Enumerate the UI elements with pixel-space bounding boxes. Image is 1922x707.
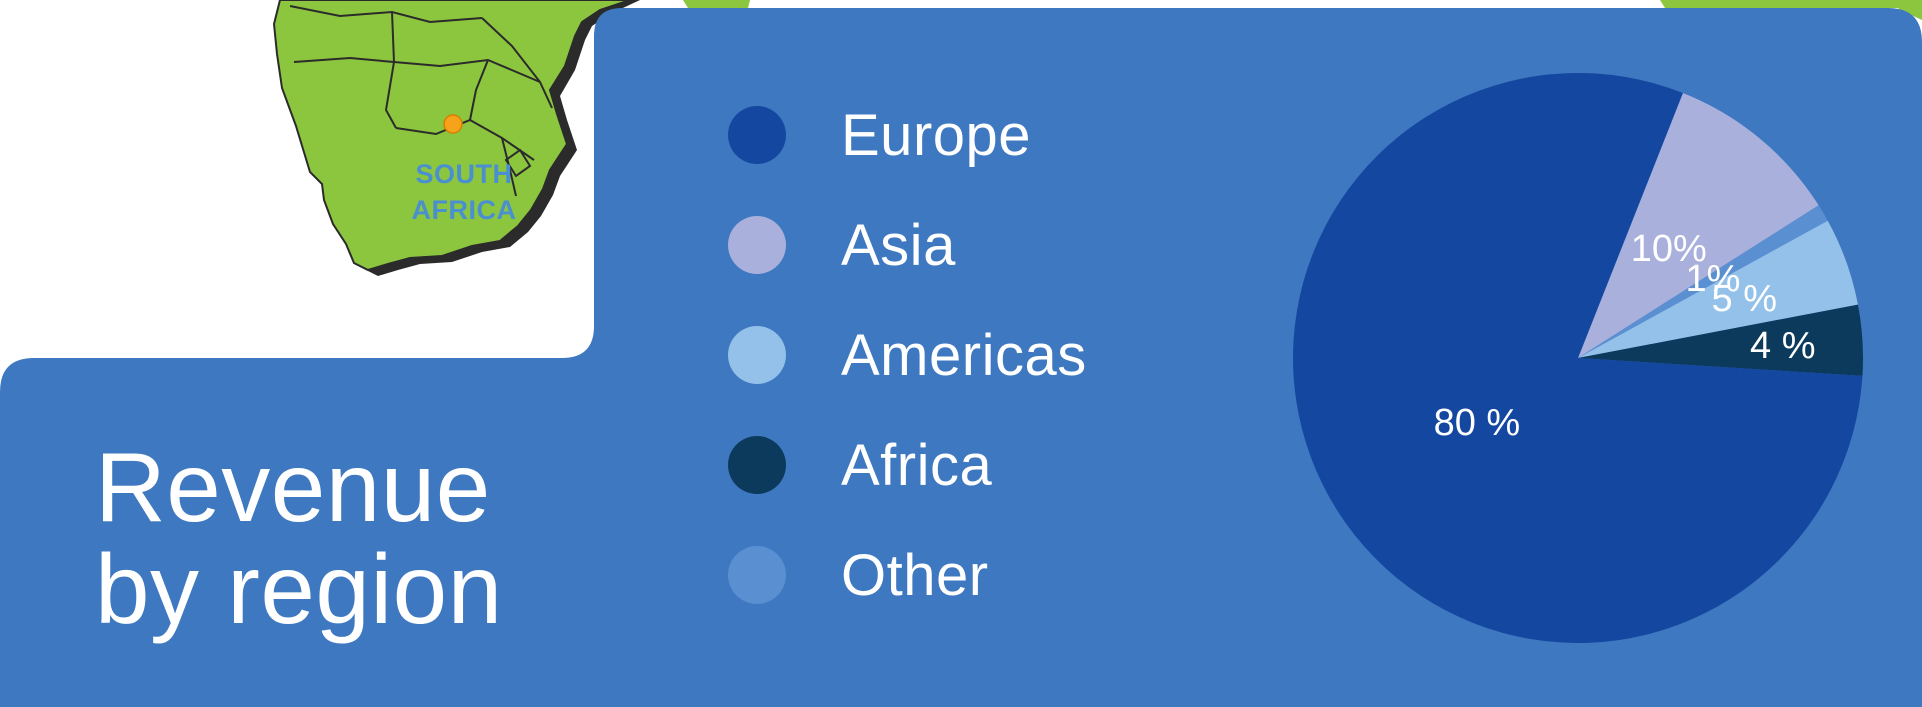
chart-title-line1: Revenue <box>95 432 491 542</box>
legend-item: Asia <box>728 190 1168 300</box>
map-border <box>393 58 541 83</box>
map-border <box>501 137 517 197</box>
map-border <box>504 148 532 178</box>
legend-swatch <box>728 216 786 274</box>
map-land <box>272 0 631 272</box>
pie-labels: 10%1%5 % 4 % 80 % <box>1434 228 1816 444</box>
pie-data-label: 1% <box>1685 258 1740 300</box>
pie-data-label: 10% <box>1631 228 1707 270</box>
legend-item: Other <box>728 520 1168 630</box>
pie-slice-other <box>1578 205 1828 358</box>
map-border <box>481 17 553 109</box>
legend-label: Europe <box>841 102 1032 168</box>
city-marker <box>443 114 463 134</box>
map-land-far-right-edge <box>1660 0 1922 8</box>
pie-slice-africa <box>1578 304 1864 376</box>
legend-item: Americas <box>728 300 1168 410</box>
pie-data-label: 4 % <box>1750 325 1815 367</box>
legend-label: Americas <box>841 322 1087 388</box>
pie-slices <box>1293 72 1864 643</box>
map-country-label-line1: SOUTH <box>415 159 513 189</box>
map-country-label-line2: AFRICA <box>411 195 517 225</box>
map-country-label: SOUTH AFRICA <box>384 156 544 228</box>
legend-swatch <box>728 106 786 164</box>
map-land-top-edge <box>1890 0 1922 20</box>
map-land-right-edge <box>683 0 750 8</box>
legend-swatch <box>728 326 786 384</box>
pie-slice-asia <box>1578 93 1819 358</box>
legend-swatch <box>728 546 786 604</box>
chart-title: Revenue by region <box>95 436 503 640</box>
pie-slice-europe <box>1293 72 1863 643</box>
legend-label: Other <box>841 542 989 608</box>
map-border <box>293 56 395 63</box>
legend-item: Africa <box>728 410 1168 520</box>
map-border <box>384 11 397 129</box>
map-borders <box>289 5 553 197</box>
legend-item: Europe <box>728 80 1168 190</box>
legend-swatch <box>728 436 786 494</box>
southern-africa-map <box>272 0 640 276</box>
pie-data-label: 5 % <box>1712 278 1777 320</box>
map-border <box>469 59 489 121</box>
pie-slice-americas <box>1578 220 1858 358</box>
chart-title-line2: by region <box>95 534 503 644</box>
pie-data-label: 80 % <box>1434 402 1521 444</box>
legend-label: Asia <box>841 212 956 278</box>
legend-label: Africa <box>841 432 993 498</box>
